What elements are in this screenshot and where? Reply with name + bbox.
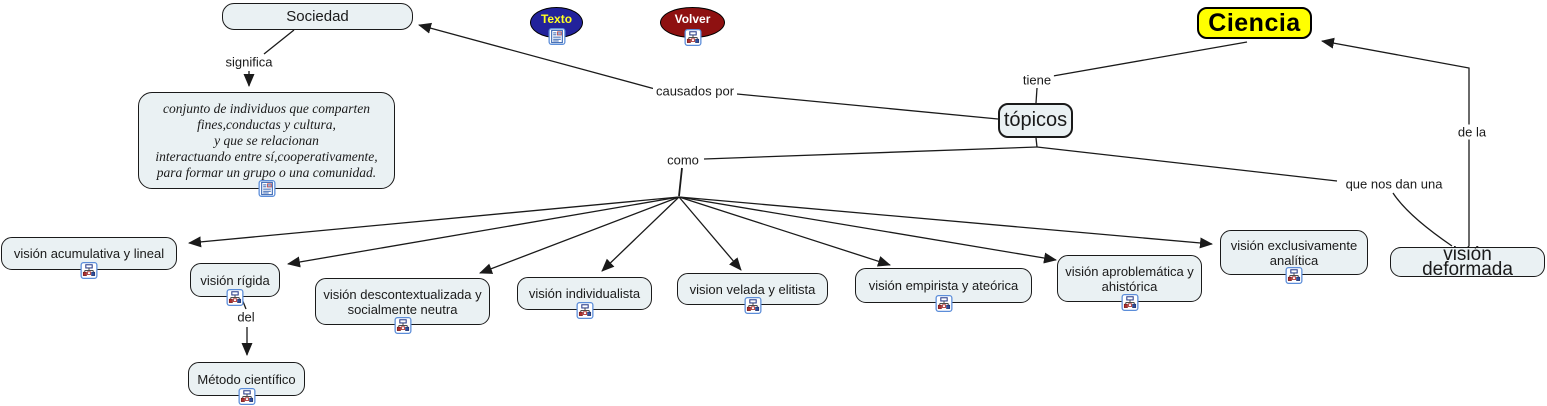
concept-label: Método científico xyxy=(197,371,296,387)
concept-map-icon[interactable] xyxy=(81,262,98,279)
concept-sociedad-label: Sociedad xyxy=(286,8,349,25)
concept-map-icon[interactable] xyxy=(744,297,761,314)
link-causados-por[interactable]: causados por xyxy=(652,83,738,99)
concept-map-icon[interactable] xyxy=(1286,267,1303,284)
concept-label: visión individualista xyxy=(528,286,641,301)
concept-ciencia-label: Ciencia xyxy=(1208,8,1301,37)
concept-label: visión rígida xyxy=(200,272,270,288)
concept-map-icon[interactable] xyxy=(238,388,255,405)
volver-nav-label: Volver xyxy=(674,12,711,26)
definition-line: interactuando entre sí,cooperativamente, xyxy=(155,148,378,164)
concept-topicos-label: tópicos xyxy=(1003,109,1068,131)
concept-map-icon[interactable] xyxy=(684,29,701,46)
texto-nav-button[interactable]: Texto xyxy=(530,7,583,38)
link-del[interactable]: del xyxy=(234,309,258,325)
document-icon[interactable] xyxy=(548,28,565,45)
link-tiene[interactable]: tiene xyxy=(1019,72,1055,88)
concept-vision-aproblematica[interactable]: visión aproblemática y ahistórica xyxy=(1057,255,1202,302)
concept-map-icon[interactable] xyxy=(935,295,952,312)
concept-label: visión deformada xyxy=(1422,244,1513,280)
concept-vision-exclusivamente[interactable]: visión exclusivamente analítica xyxy=(1220,230,1368,275)
concept-label: visión exclusivamente analítica xyxy=(1230,237,1358,268)
link-que-nos-dan-una[interactable]: que nos dan una xyxy=(1342,176,1446,192)
definition-line: para formar un grupo o una comunidad. xyxy=(156,164,377,180)
concept-ciencia[interactable]: Ciencia xyxy=(1197,7,1312,39)
concept-vision-rigida[interactable]: visión rígida xyxy=(190,263,280,297)
definition-line: y que se relacionan xyxy=(214,132,319,148)
concept-map-icon[interactable] xyxy=(227,289,244,306)
definition-line: fines,conductas y cultura, xyxy=(197,116,336,132)
concept-metodo-cientifico[interactable]: Método científico xyxy=(188,362,305,396)
link-de-la[interactable]: de la xyxy=(1454,124,1490,140)
link-significa[interactable]: significa xyxy=(222,54,276,70)
definition-line: conjunto de individuos que comparten xyxy=(163,100,370,116)
concept-map-icon[interactable] xyxy=(576,302,593,319)
concept-vision-empirista[interactable]: visión empirista y ateórica xyxy=(855,268,1032,303)
volver-nav-button[interactable]: Volver xyxy=(660,7,725,38)
texto-nav-label: Texto xyxy=(540,12,573,26)
concept-label: visión descontextualizada y socialmente … xyxy=(323,286,482,317)
concept-label: vision velada y elitista xyxy=(689,281,816,297)
concept-label: visión acumulativa y lineal xyxy=(13,246,165,261)
concept-vision-descontextualizada[interactable]: visión descontextualizada y socialmente … xyxy=(315,278,490,325)
concept-map-icon[interactable] xyxy=(394,317,411,334)
concept-definicion-sociedad[interactable]: conjunto de individuos que comparten fin… xyxy=(138,92,395,189)
concept-vision-deformada[interactable]: visión deformada xyxy=(1390,244,1545,280)
link-como[interactable]: como xyxy=(664,152,702,168)
concept-vision-acumulativa[interactable]: visión acumulativa y lineal xyxy=(1,237,177,270)
concept-topicos[interactable]: tópicos xyxy=(998,103,1073,138)
concept-vision-velada[interactable]: vision velada y elitista xyxy=(677,273,828,305)
concept-vision-individualista[interactable]: visión individualista xyxy=(517,277,652,310)
concept-map-icon[interactable] xyxy=(1121,294,1138,311)
concept-label: visión aproblemática y ahistórica xyxy=(1065,263,1194,294)
concept-sociedad[interactable]: Sociedad xyxy=(222,3,413,30)
document-icon[interactable] xyxy=(258,180,275,197)
concept-label: visión empirista y ateórica xyxy=(868,278,1019,293)
